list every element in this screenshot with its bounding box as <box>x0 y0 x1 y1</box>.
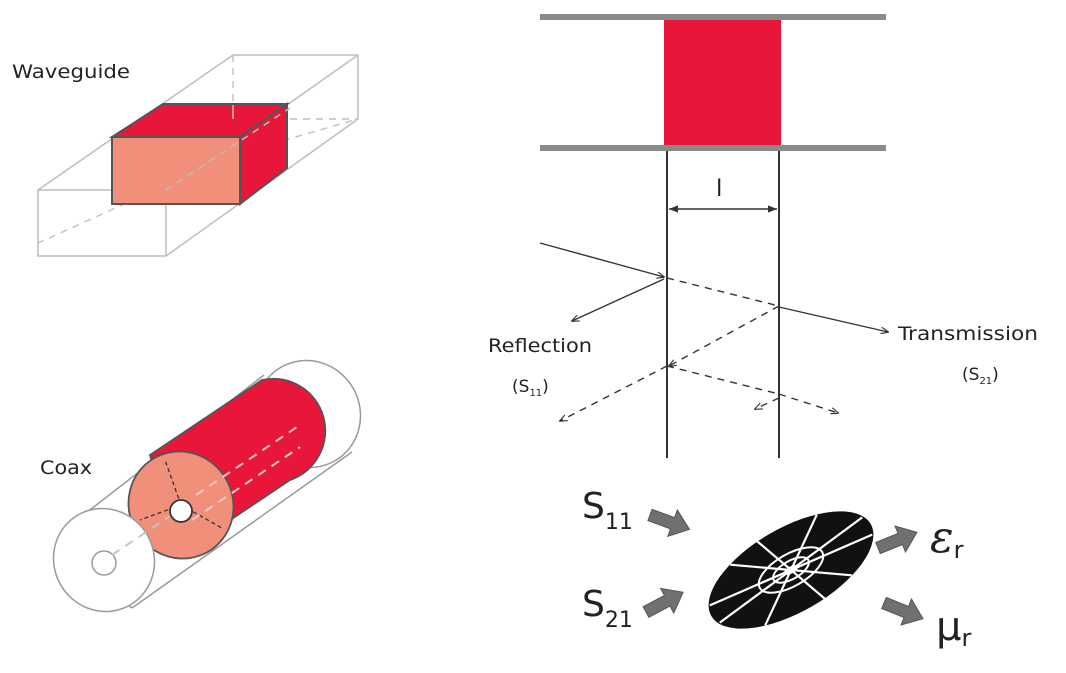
coax-label: Coax <box>40 457 92 479</box>
coax-near-end <box>52 507 171 613</box>
transmitted-ray <box>778 306 888 332</box>
top-plate <box>540 14 886 20</box>
computation-figure: S11 S21 <box>582 486 971 652</box>
disk-icon <box>708 511 874 629</box>
arrow-epsilon-icon <box>875 525 918 555</box>
arrow-mu-icon <box>881 596 924 626</box>
incident-ray <box>539 242 664 277</box>
slab-sample <box>664 20 781 145</box>
waveguide-sample <box>108 102 291 207</box>
transmission-param: (S21) <box>962 365 999 387</box>
coax-figure: Coax <box>40 359 362 613</box>
bottom-plate <box>540 145 886 151</box>
s21-symbol: S21 <box>582 584 633 633</box>
arrow-s21-icon <box>642 587 684 618</box>
waveguide-label: Waveguide <box>12 61 130 83</box>
reflection-label: Reflection <box>488 335 592 357</box>
epsilon-symbol: εr <box>930 512 964 564</box>
coax-sample <box>127 377 327 560</box>
slab-figure: l Reflection (S11) Transmission (S21) <box>488 14 1038 458</box>
reflected-ray <box>572 278 665 321</box>
length-label: l <box>716 176 722 202</box>
mu-symbol: μr <box>936 604 971 652</box>
waveguide-figure: Waveguide <box>12 54 359 257</box>
transmission-label: Transmission <box>897 323 1038 345</box>
reflection-param: (S11) <box>512 377 549 399</box>
s11-symbol: S11 <box>582 486 633 535</box>
arrow-s11-icon <box>647 508 691 538</box>
